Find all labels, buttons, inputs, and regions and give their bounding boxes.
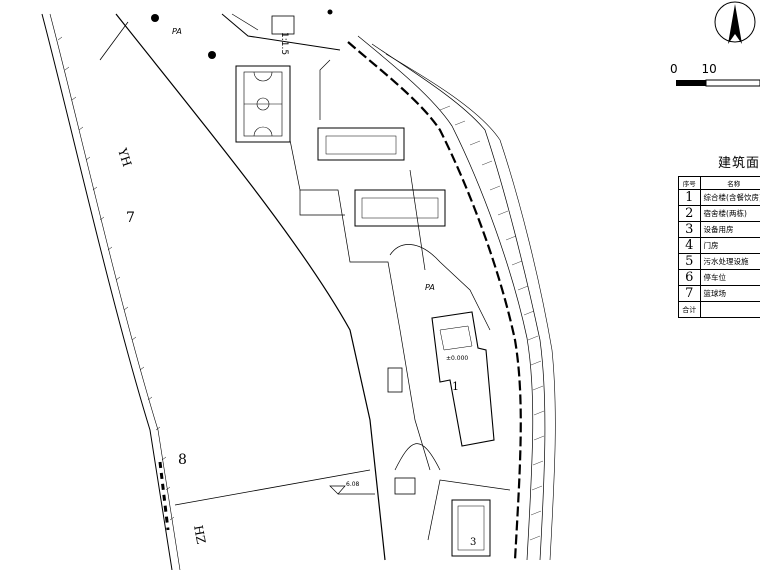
- scale-zero: 0: [670, 62, 678, 76]
- north-road: [231, 13, 259, 31]
- label-zone-7: 7: [126, 210, 135, 226]
- east-slope-bands: [347, 35, 556, 561]
- east-slope-hatch: [439, 105, 545, 541]
- area-table-title: 建筑面积一: [718, 156, 760, 171]
- label-level-b1: ±0.000: [446, 355, 468, 362]
- label-pa-top: PA: [172, 27, 182, 36]
- header-no: 序号: [678, 176, 701, 190]
- label-pa-mid: PA: [425, 283, 435, 292]
- header-name: 名称: [699, 176, 760, 190]
- scale-bar-labels: 0 10: [670, 62, 717, 76]
- scale-bar: [676, 79, 760, 87]
- small-building-west: [387, 367, 403, 393]
- main-road-edge: [115, 13, 386, 561]
- west-boundary: [41, 13, 181, 570]
- table-row: 2 宿舍楼(两栋): [678, 205, 760, 222]
- parcel-line-south: [174, 469, 371, 506]
- label-yh: YH: [115, 146, 134, 169]
- building-1: [431, 311, 495, 447]
- label-hz: HZ: [191, 524, 208, 545]
- tree-symbols: [151, 9, 333, 59]
- table-row: 5 污水处理设施: [678, 253, 760, 270]
- west-boundary-hatch: [57, 36, 175, 521]
- table-row: 6 停车位: [678, 269, 760, 286]
- label-building-3: 3: [470, 537, 476, 548]
- table-row: 4 门房: [678, 237, 760, 254]
- label-building-1: 1: [452, 380, 459, 393]
- south-access-road: [427, 479, 511, 541]
- dorm-block-south: [354, 189, 446, 227]
- elevation-marker: [329, 485, 375, 495]
- site-paths: [289, 59, 491, 471]
- label-east-slope: 1:1.5: [279, 32, 289, 55]
- side-road: [99, 21, 129, 61]
- label-elevation: 6.08: [346, 481, 360, 488]
- table-row: 3 设备用房: [678, 221, 760, 238]
- small-building-south: [394, 477, 416, 495]
- table-row: 7 篮球场: [678, 285, 760, 302]
- area-table-header: 序号 名称: [678, 176, 760, 190]
- building-3: [451, 499, 491, 557]
- label-zone-8: 8: [178, 452, 187, 468]
- basketball-court: [235, 65, 291, 143]
- area-table: 序号 名称 1 综合楼(含餐饮房) 2 宿舍楼(两栋) 3 设备用房 4 门房 …: [678, 176, 760, 318]
- north-boundary: [221, 13, 341, 51]
- scale-ten: 10: [701, 62, 717, 76]
- north-structure: [271, 15, 295, 35]
- west-boundary-heavy: [158, 461, 170, 531]
- table-row: 1 综合楼(含餐饮房): [678, 189, 760, 206]
- dorm-block-north: [317, 127, 405, 161]
- table-row-total: 合计: [678, 301, 760, 318]
- north-arrow-icon: [714, 1, 756, 44]
